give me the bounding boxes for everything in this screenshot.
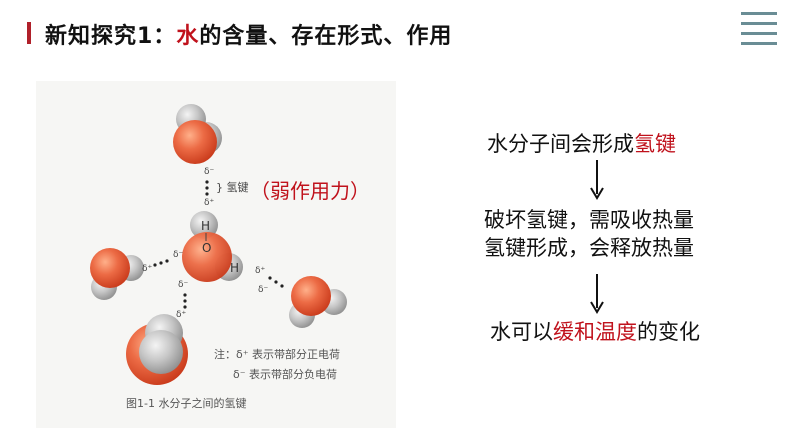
break-hbond-text: 破坏氢键，需吸收热量 <box>484 208 694 232</box>
note-line-2: δ⁻ 表示带部分负电荷 <box>233 367 337 381</box>
hydrogen-atom <box>190 211 218 239</box>
temperature-highlight: 缓和温度 <box>553 320 637 344</box>
delta-label: δ⁺ <box>255 266 266 276</box>
atom-label-h: H <box>201 219 210 233</box>
hydrogen-bond-figure: δ⁻ δ⁺ } 氢键 （弱作用力） H O H δ⁺ δ⁻ δ⁺ δ⁻ δ⁻ δ… <box>36 81 396 428</box>
delta-label: δ⁻ <box>173 250 184 260</box>
delta-label: δ⁺ <box>204 198 215 208</box>
oxygen-atom <box>90 248 130 288</box>
hbond-highlight: 氢键 <box>634 132 676 156</box>
oxygen-atom <box>173 120 217 164</box>
oxygen-atom <box>182 232 232 282</box>
weak-force-annotation: （弱作用力） <box>250 179 370 203</box>
delta-label: δ⁻ <box>204 167 215 177</box>
hydrogen-atom <box>139 330 183 374</box>
atom-label-o: O <box>202 241 211 255</box>
title-highlight: 水 <box>176 24 200 49</box>
atom-label-h: H <box>230 261 239 275</box>
delta-label: δ⁺ <box>142 264 153 274</box>
menu-lines-icon[interactable] <box>741 12 777 52</box>
down-arrow-icon <box>590 160 604 200</box>
figure-caption: 图1-1 水分子之间的氢键 <box>126 396 246 410</box>
page-title: 新知探究1：水的含量、存在形式、作用 <box>45 24 453 49</box>
delta-label: δ⁻ <box>258 285 269 295</box>
note-line-1: 注：δ⁺ 表示带部分正电荷 <box>214 347 340 361</box>
delta-label: δ⁻ <box>178 280 189 290</box>
hbond-label: } 氢键 <box>216 180 249 194</box>
delta-label: δ⁺ <box>176 310 187 320</box>
hbond-statement: 水分子间会形成氢键 <box>487 132 676 156</box>
oxygen-atom <box>291 276 331 316</box>
title-accent-bar <box>27 22 31 44</box>
form-hbond-text: 氢键形成，会释放热量 <box>484 236 694 260</box>
temperature-statement: 水可以缓和温度的变化 <box>490 320 700 344</box>
molecule-diagram: δ⁻ δ⁺ } 氢键 （弱作用力） H O H δ⁺ δ⁻ δ⁺ δ⁻ δ⁻ δ… <box>90 104 370 410</box>
down-arrow-icon <box>590 274 604 314</box>
